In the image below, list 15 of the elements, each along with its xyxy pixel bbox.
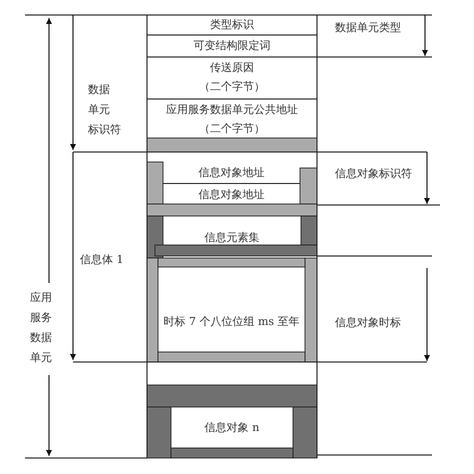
field-label: 时标 7 个八位位组 ms 至年 (163, 314, 300, 330)
field-label: 信息元素集 (204, 230, 260, 246)
field-label: 类型标识 (210, 17, 254, 33)
side-label: 信息对象时标 (335, 315, 401, 331)
side-label: 信息体 1 (80, 252, 124, 268)
field-label: 应用服务数据单元公共地址 (166, 102, 298, 118)
field-label: 信息对象地址 (198, 165, 264, 181)
field-label: （二个字节） (199, 121, 265, 137)
field-label: 可变结构限定词 (194, 38, 270, 54)
field-label: 信息对象地址 (198, 187, 264, 203)
side-label: 数据单元类型 (335, 20, 401, 36)
side-label: 信息对象标识符 (335, 166, 412, 182)
field-label: 信息对象 n (204, 420, 260, 436)
field-label: （二个字节） (199, 79, 265, 95)
field-label: 传送原因 (210, 60, 254, 76)
